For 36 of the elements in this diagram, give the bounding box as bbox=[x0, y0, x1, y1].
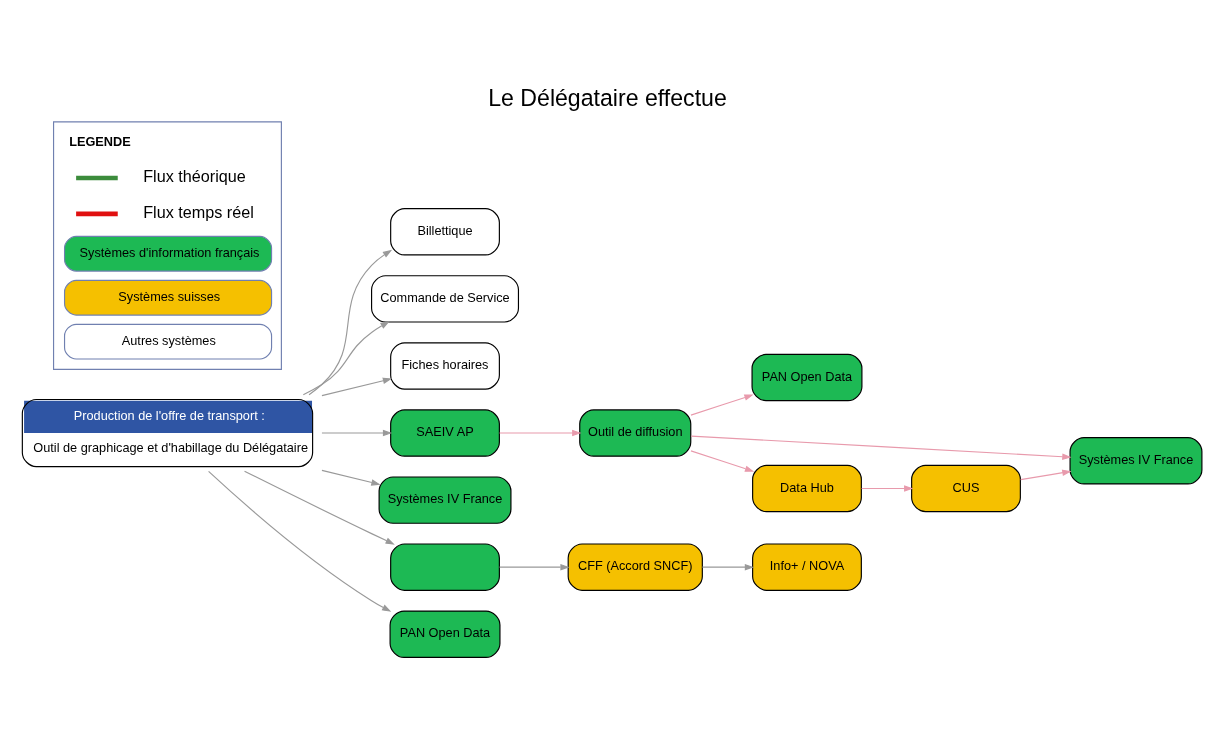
legend-label: Systèmes suisses bbox=[118, 288, 221, 304]
node-box bbox=[390, 543, 500, 591]
label: LEGENDE bbox=[69, 134, 131, 149]
node-box: Systèmes IV France bbox=[1069, 437, 1203, 485]
node-box: CFF (Accord SNCF) bbox=[567, 543, 703, 591]
arrow bbox=[690, 394, 754, 416]
arrow bbox=[690, 435, 1072, 460]
arrow bbox=[701, 563, 755, 571]
node-box: Data Hub bbox=[752, 464, 862, 513]
node-box: Commande de Service bbox=[371, 275, 520, 323]
diagram-title: Le Délégataire effectue bbox=[488, 84, 727, 111]
node-box: Billettique bbox=[390, 208, 500, 256]
node-box: Systèmes IV France bbox=[378, 476, 512, 524]
arrow bbox=[321, 377, 393, 397]
arrow bbox=[1020, 469, 1072, 481]
legend-label: Autres systèmes bbox=[121, 332, 216, 348]
node-box: Outil de diffusion bbox=[579, 409, 692, 457]
legend-label: Flux théorique bbox=[143, 167, 246, 186]
legend-label: Systèmes d'information français bbox=[79, 245, 260, 261]
arrow bbox=[498, 429, 582, 437]
node-box: SAEIV AP bbox=[390, 409, 500, 457]
arrow bbox=[243, 470, 395, 545]
arrow bbox=[690, 450, 755, 472]
arrow bbox=[302, 321, 390, 396]
arrow bbox=[861, 485, 914, 492]
node-box: PAN Open Data bbox=[751, 353, 863, 402]
arrow bbox=[321, 429, 393, 437]
arrow bbox=[208, 470, 392, 612]
node-box: Info+ / NOVA bbox=[752, 543, 862, 591]
legend-label: Flux temps réel bbox=[143, 203, 254, 222]
arrow bbox=[308, 249, 393, 396]
node-box: CUS bbox=[911, 464, 1021, 513]
node-box: PAN Open Data bbox=[389, 610, 501, 658]
arrow bbox=[498, 563, 570, 571]
node-box: Fiches horaires bbox=[390, 342, 500, 390]
arrow bbox=[321, 469, 381, 486]
